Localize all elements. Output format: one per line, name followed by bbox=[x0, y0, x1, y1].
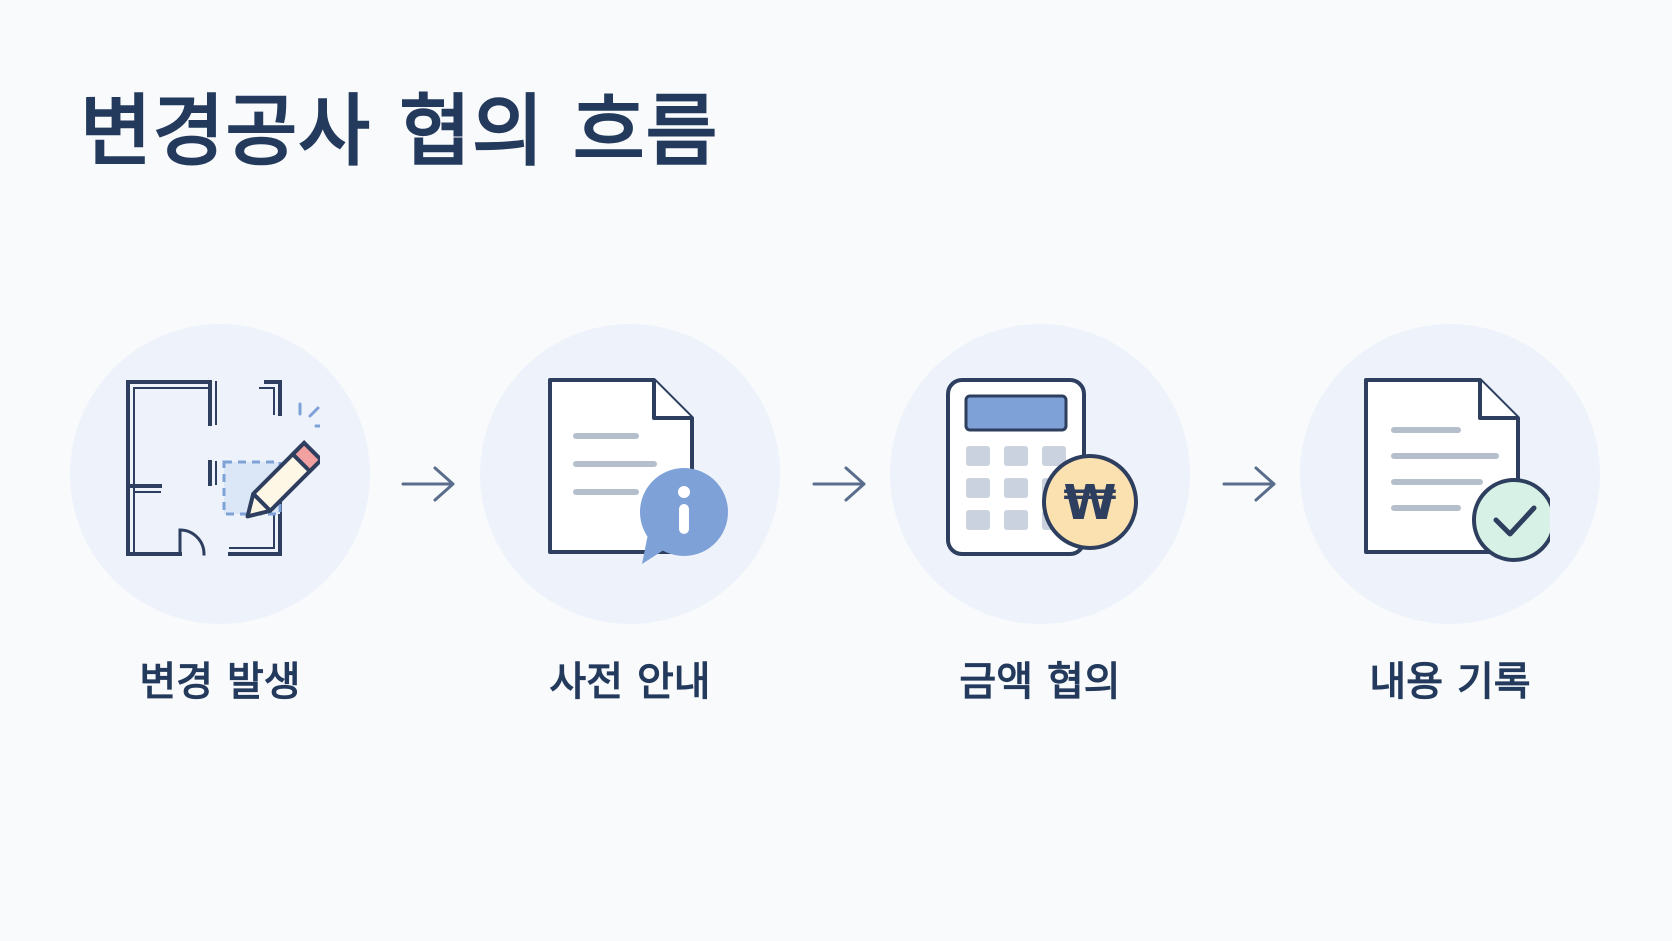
step-circle bbox=[70, 324, 370, 624]
step-label: 변경 발생 bbox=[139, 659, 301, 705]
document-info-icon bbox=[548, 378, 728, 564]
won-symbol: ₩ bbox=[1064, 475, 1117, 531]
step-label: 금액 협의 bbox=[959, 659, 1121, 705]
step-circle: ₩ bbox=[890, 324, 1190, 624]
step-label: 사전 안내 bbox=[549, 659, 711, 705]
calculator-won-icon: ₩ bbox=[946, 378, 1138, 556]
step-label: 내용 기록 bbox=[1369, 659, 1531, 705]
step-price-negotiation: ₩ 금액 협의 bbox=[890, 324, 1190, 705]
step-change-occurred: 변경 발생 bbox=[70, 324, 370, 705]
step-record-details: 내용 기록 bbox=[1300, 324, 1600, 705]
document-check-icon bbox=[1364, 378, 1550, 562]
floor-plan-edit-icon bbox=[126, 380, 320, 556]
arrow-right-icon bbox=[812, 466, 866, 502]
arrow-right-icon bbox=[1222, 466, 1276, 502]
step-advance-notice: 사전 안내 bbox=[480, 324, 780, 705]
arrow-right-icon bbox=[401, 466, 455, 502]
step-circle bbox=[480, 324, 780, 624]
step-circle bbox=[1300, 324, 1600, 624]
page-title: 변경공사 협의 흐름 bbox=[80, 87, 719, 177]
